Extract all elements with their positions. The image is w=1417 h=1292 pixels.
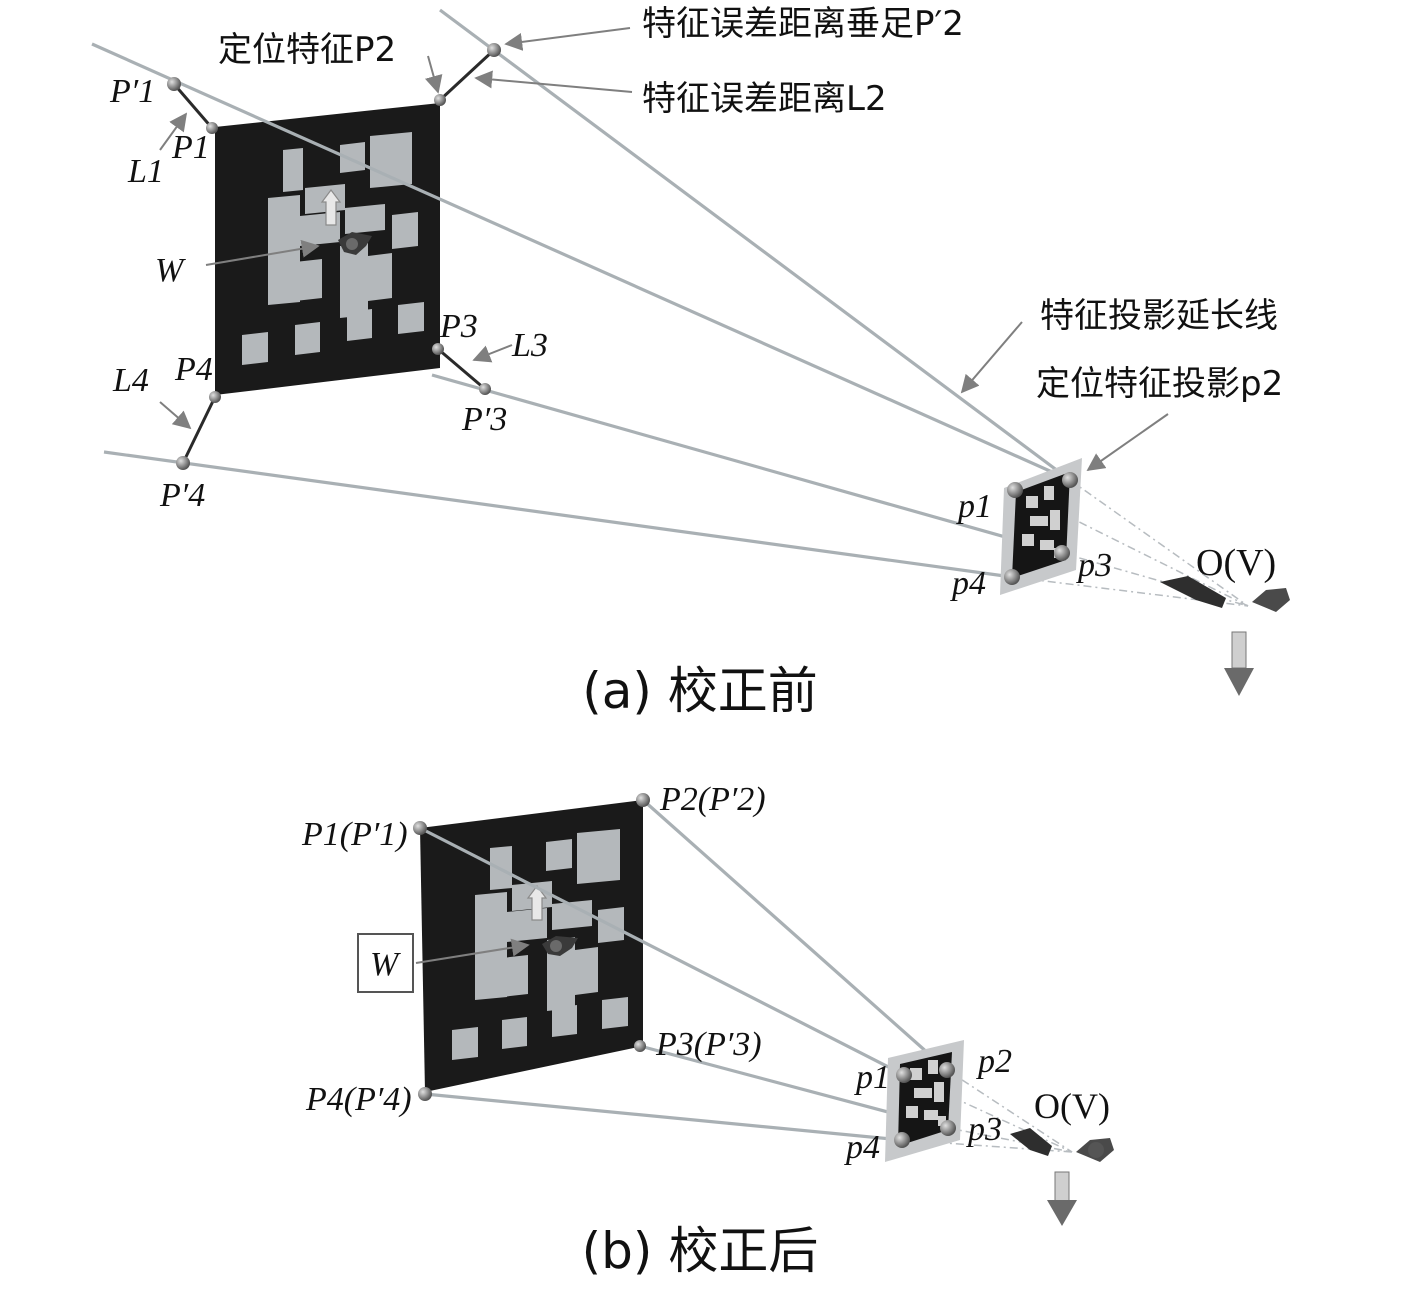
projection-label-p3-b: p3 [966,1111,1002,1148]
point-label-P4: P4 [174,351,213,388]
feature-projection-label: 定位特征投影p2 [1036,364,1283,404]
panel-b: P1(P′1) P2(P′2) P3(P′3) P4(P′4) W p1 p2 … [301,781,1114,1280]
projection-label-p2-b: p2 [976,1043,1012,1080]
point-label-P3: P3 [439,308,478,345]
point-label-P4-prime: P′4 [159,477,205,514]
point-label-P3-corrected: P3(P′3) [655,1026,762,1063]
segment-label-L1: L1 [127,153,164,190]
camera-icon [1160,576,1290,612]
leader-lines-a [159,27,1169,472]
projection-label-p3: p3 [1076,547,1112,584]
world-frame-icon [320,189,372,255]
point-label-P4-corrected: P4(P′4) [305,1081,412,1118]
projection-extension-label: 特征投影延长线 [1040,296,1278,336]
segment-label-L4: L4 [112,362,149,399]
feature-point-icon [413,793,650,1101]
point-label-P1: P1 [171,129,210,166]
image-plane-b [885,1040,964,1162]
camera-label-b: O(V) [1034,1086,1110,1126]
caption-a: (a) 校正前 [582,662,818,720]
error-segments-a [172,48,496,464]
segment-label-L3: L3 [511,327,548,364]
projection-label-p4: p4 [950,565,986,602]
caption-b: (b) 校正后 [582,1222,819,1280]
world-frame-box [357,933,414,993]
point-label-P3-prime: P′3 [461,401,507,438]
point-label-P2-corrected: P2(P′2) [659,781,766,818]
error-foot-label: 特征误差距离垂足P′2 [642,4,964,44]
world-frame-label-b: W [370,946,401,983]
projection-label-p1-b: p1 [854,1059,890,1096]
world-frame-label: W [155,252,186,289]
projection-rays-a [91,8,1071,579]
camera-label: O(V) [1196,542,1276,584]
point-label-P1-corrected: P1(P′1) [301,816,408,853]
feature-point-icon [167,43,501,470]
down-arrow-icon [1047,1171,1077,1226]
world-frame-icon [526,885,578,956]
marker-board-a [215,103,440,395]
down-arrow-icon [1224,631,1254,696]
panel-a: 定位特征P2 特征误差距离垂足P′2 特征误差距离L2 特征投影延长线 定位特征… [91,4,1290,720]
camera-icon [1010,1128,1114,1162]
image-plane-a [1000,458,1082,595]
world-frame-leader [415,938,530,964]
projection-label-p1: p1 [956,488,992,525]
error-distance-label: 特征误差距离L2 [642,79,887,119]
feature-p2-label: 定位特征P2 [218,30,396,70]
point-label-P1-prime: P′1 [109,73,155,110]
projection-label-p4-b: p4 [844,1129,880,1166]
